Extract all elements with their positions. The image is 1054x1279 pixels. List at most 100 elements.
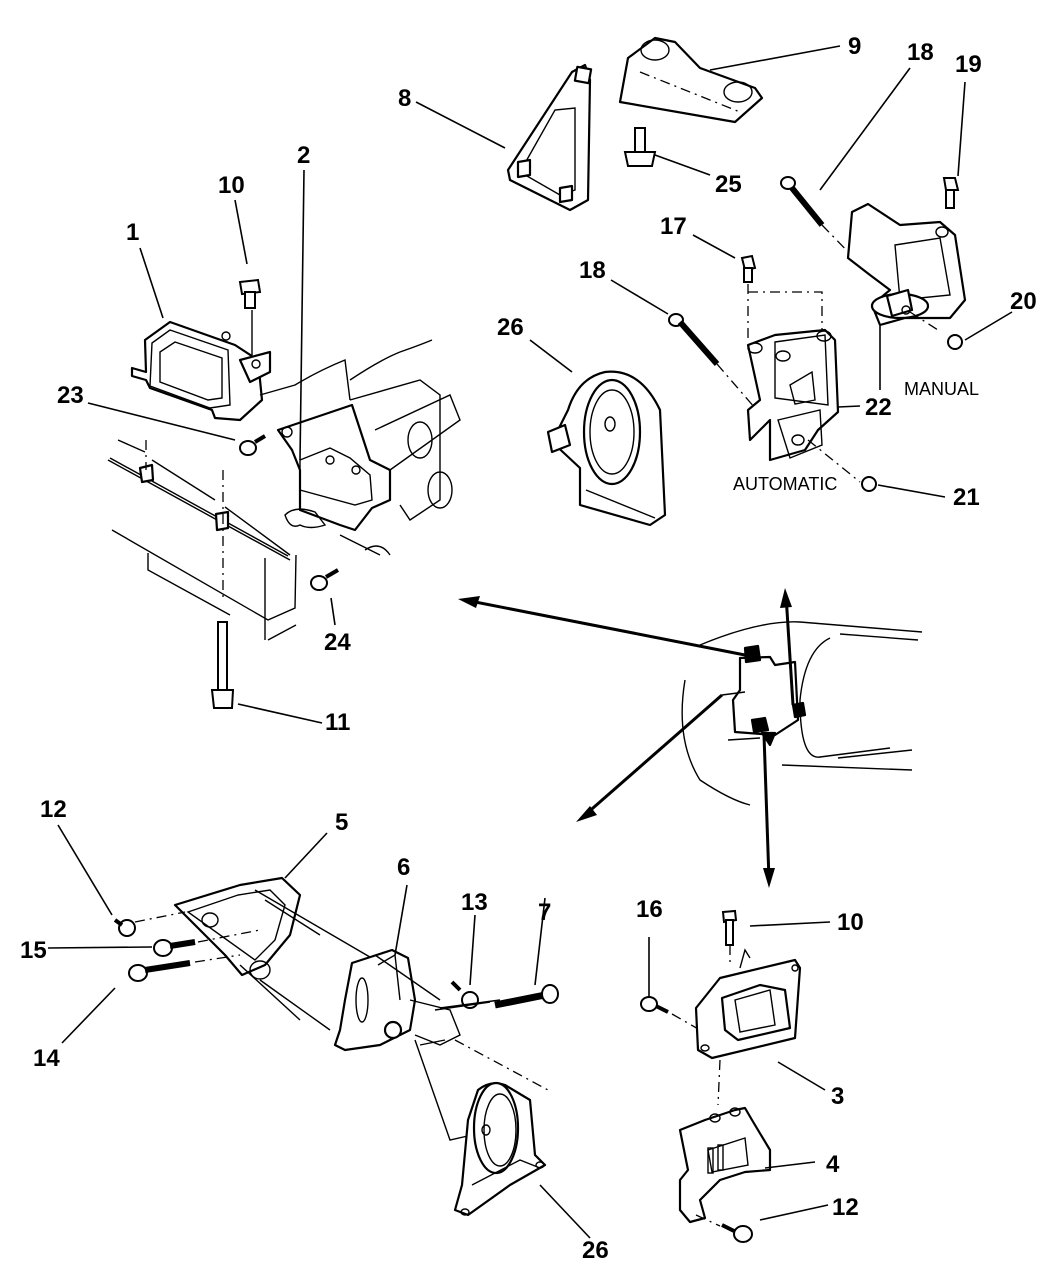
leader-4 <box>764 1161 816 1169</box>
arrow-to-left-mount <box>464 598 746 657</box>
callout-9: 9 <box>848 33 861 60</box>
callout-labels: 1 2 3 4 5 6 7 8 9 10 10 11 12 12 13 14 1… <box>20 33 1037 1264</box>
leader-23 <box>87 402 236 441</box>
callout-22-automatic: 22 <box>865 394 892 421</box>
leader-25 <box>654 154 711 176</box>
part-12-bolt-left <box>113 911 186 937</box>
callout-18-automatic: 18 <box>579 257 606 284</box>
part-7-long-bolt <box>434 984 559 1011</box>
callout-18-manual: 18 <box>907 39 934 66</box>
leader-18a <box>610 279 669 315</box>
frame-rail <box>107 439 297 641</box>
leader-5 <box>284 832 328 879</box>
part-19-bolt <box>942 177 960 209</box>
part-23-bolt <box>239 434 267 456</box>
leader-12a <box>57 824 113 916</box>
leader-2 <box>299 169 305 461</box>
leader-18b <box>819 67 911 191</box>
callout-3: 3 <box>831 1083 844 1110</box>
callout-25: 25 <box>715 171 742 198</box>
callout-6: 6 <box>397 854 410 881</box>
callout-1: 1 <box>126 219 139 246</box>
callout-10-upper: 10 <box>218 172 245 199</box>
leader-24 <box>330 597 336 626</box>
part-4-lower-bracket <box>678 1106 772 1224</box>
pointer-arrows <box>458 588 795 888</box>
leader-19 <box>957 81 966 177</box>
leader-6 <box>394 884 408 956</box>
part-6-bracket <box>333 948 461 1052</box>
leader-1 <box>139 247 164 319</box>
arrowhead-transaxle-mount <box>763 868 775 888</box>
callout-24: 24 <box>324 629 351 656</box>
part-21-bolt <box>807 439 877 492</box>
callout-16: 16 <box>636 896 663 923</box>
part-5-front-bracket <box>173 876 376 1031</box>
part-25-bolt <box>623 127 657 167</box>
part-24-bolt <box>310 568 340 591</box>
label-automatic: AUTOMATIC <box>733 474 837 494</box>
leader-21 <box>877 484 946 498</box>
callout-5: 5 <box>335 809 348 836</box>
leader-10b <box>749 921 831 927</box>
part-14-bolt <box>128 954 241 982</box>
leader-10a <box>234 199 248 265</box>
callout-14: 14 <box>33 1045 60 1072</box>
part-22-bracket-manual <box>846 202 967 327</box>
part-17-bolt <box>740 254 757 283</box>
callout-11: 11 <box>325 709 350 736</box>
callout-19: 19 <box>955 51 982 78</box>
callout-21: 21 <box>953 484 980 511</box>
callout-4: 4 <box>826 1151 840 1178</box>
part-9-mount-block <box>618 36 764 124</box>
part-20-bolt <box>909 311 963 350</box>
part-10-bolt-lower <box>721 909 738 965</box>
part-26-round-mount-upper <box>546 370 667 527</box>
callout-15: 15 <box>20 937 47 964</box>
leader-14 <box>61 987 116 1044</box>
callout-12-right: 12 <box>832 1194 859 1221</box>
leader-11 <box>237 703 323 724</box>
callout-13: 13 <box>461 889 488 916</box>
leader-26b <box>539 1184 591 1239</box>
leader-13 <box>469 914 476 986</box>
leader-9 <box>709 45 841 71</box>
part-22-bracket-automatic <box>746 284 840 462</box>
arrow-to-rear-mount <box>784 594 795 706</box>
label-manual: MANUAL <box>904 379 979 399</box>
arrowhead-rear-mount <box>780 588 792 608</box>
callout-8: 8 <box>398 85 411 112</box>
leader-8 <box>415 101 506 149</box>
leader-3 <box>777 1061 826 1091</box>
part-10-bolt-upper <box>238 278 262 355</box>
arrowhead-front-mount <box>576 806 597 822</box>
part-15-bolt <box>153 929 261 957</box>
arrow-to-transaxle-mount <box>762 734 771 881</box>
part-12-bolt-right <box>695 1214 753 1243</box>
leader-26a <box>529 339 573 373</box>
callout-7: 7 <box>538 899 551 926</box>
part-18-long-bolt-automatic <box>668 313 756 409</box>
part-1-left-mount-insulator <box>130 320 272 422</box>
part-8-bracket <box>506 63 593 212</box>
arrowhead-left-mount <box>458 596 480 608</box>
leader-22a <box>837 405 861 408</box>
callout-23: 23 <box>57 382 84 409</box>
leader-lines <box>47 45 1013 1239</box>
part-3-transaxle-mount <box>694 948 802 1106</box>
arrow-to-front-mount <box>584 693 723 817</box>
callout-20: 20 <box>1010 288 1037 315</box>
callout-12-left: 12 <box>40 796 67 823</box>
part-26-round-mount-lower <box>414 1039 549 1217</box>
callout-26-upper: 26 <box>497 314 524 341</box>
part-18-long-bolt-manual <box>780 176 859 263</box>
leader-15 <box>47 946 153 949</box>
part-2-frame-bracket <box>259 339 461 556</box>
leader-20 <box>964 311 1013 341</box>
callout-10-lower: 10 <box>837 909 864 936</box>
part-11-long-bolt <box>210 621 235 709</box>
leader-7 <box>534 897 546 986</box>
leader-17 <box>692 234 736 259</box>
part-16-bolt <box>640 996 701 1031</box>
